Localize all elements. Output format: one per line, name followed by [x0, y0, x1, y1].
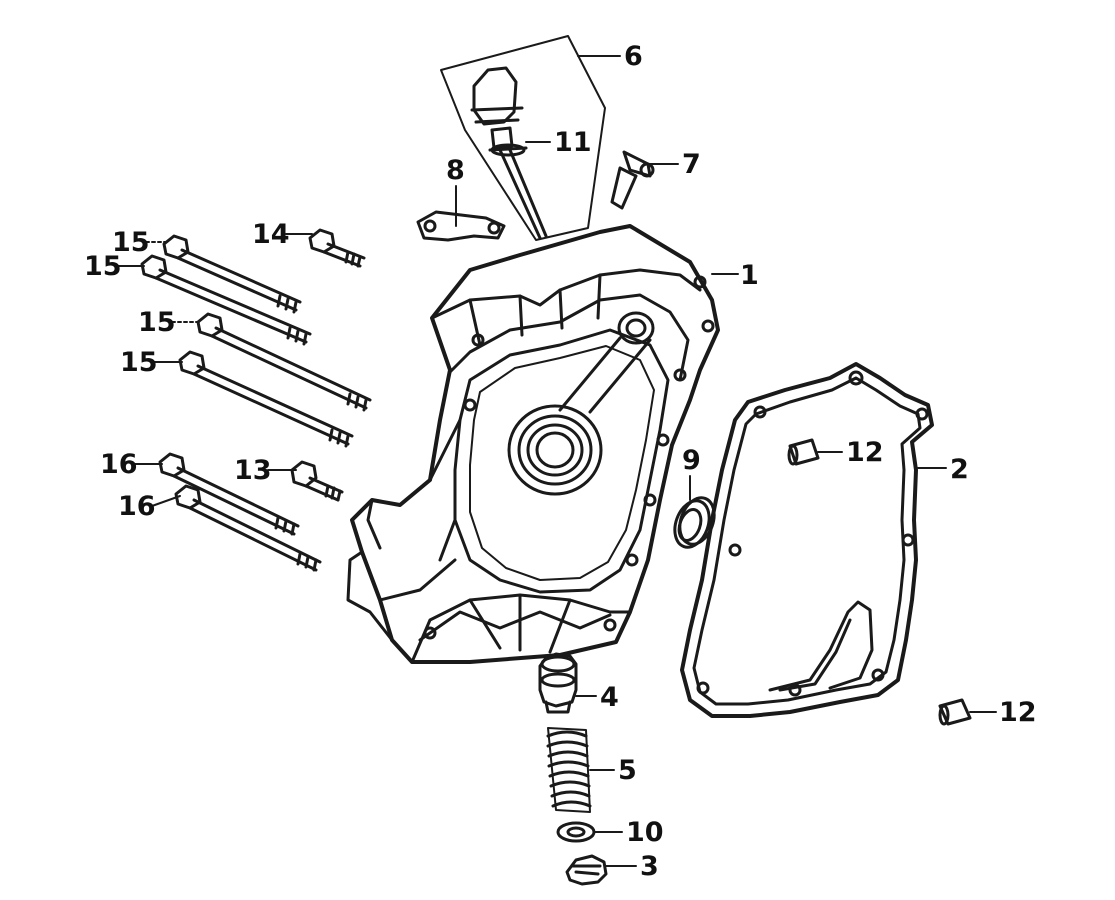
o-ring-part-11 [490, 143, 526, 157]
dipstick-part-6 [440, 35, 606, 241]
callout-6: 6 [624, 41, 643, 72]
washer-part-10 [556, 821, 596, 843]
callout-13: 13 [234, 455, 272, 486]
callout-12b: 12 [999, 697, 1037, 728]
callout-1: 1 [740, 260, 759, 291]
callout-2: 2 [950, 454, 969, 485]
nut-part-3 [565, 854, 608, 886]
long-bolt-part-15d [178, 350, 354, 448]
callout-7: 7 [682, 149, 701, 180]
long-bolt-part-15b [140, 254, 312, 346]
crankcase-cover-part-1 [346, 224, 720, 664]
oil-seal-part-9 [673, 496, 716, 549]
callout-4: 4 [600, 682, 619, 713]
long-bolt-part-16b [174, 484, 322, 572]
bracket-part-8 [416, 210, 506, 242]
callout-15c: 15 [138, 307, 176, 338]
dowel-pin-part-12a [787, 438, 820, 466]
dowel-pin-part-12b [938, 698, 972, 726]
long-bolt-part-15a [162, 234, 302, 314]
callout-16a: 16 [100, 449, 138, 480]
gasket-part-2 [680, 362, 934, 718]
callout-5: 5 [618, 755, 637, 786]
callout-15a: 15 [112, 227, 150, 258]
leader-lines [115, 55, 997, 867]
callout-3: 3 [640, 851, 659, 882]
callout-14: 14 [252, 219, 290, 250]
callout-11: 11 [554, 127, 592, 158]
callout-10: 10 [626, 817, 664, 848]
callout-12a: 12 [846, 437, 884, 468]
spring-part-5 [546, 727, 592, 813]
cap-part-4 [538, 652, 578, 714]
long-bolt-part-15c [196, 312, 372, 412]
bolt-part-13 [290, 460, 344, 502]
bolt-part-14 [308, 228, 366, 268]
long-bolt-part-16a [158, 452, 300, 536]
callout-15d: 15 [120, 347, 158, 378]
pin-part-7 [610, 150, 655, 210]
callout-8: 8 [446, 155, 465, 186]
callout-9: 9 [682, 445, 701, 476]
callout-15b: 15 [84, 251, 122, 282]
callout-16b: 16 [118, 491, 156, 522]
